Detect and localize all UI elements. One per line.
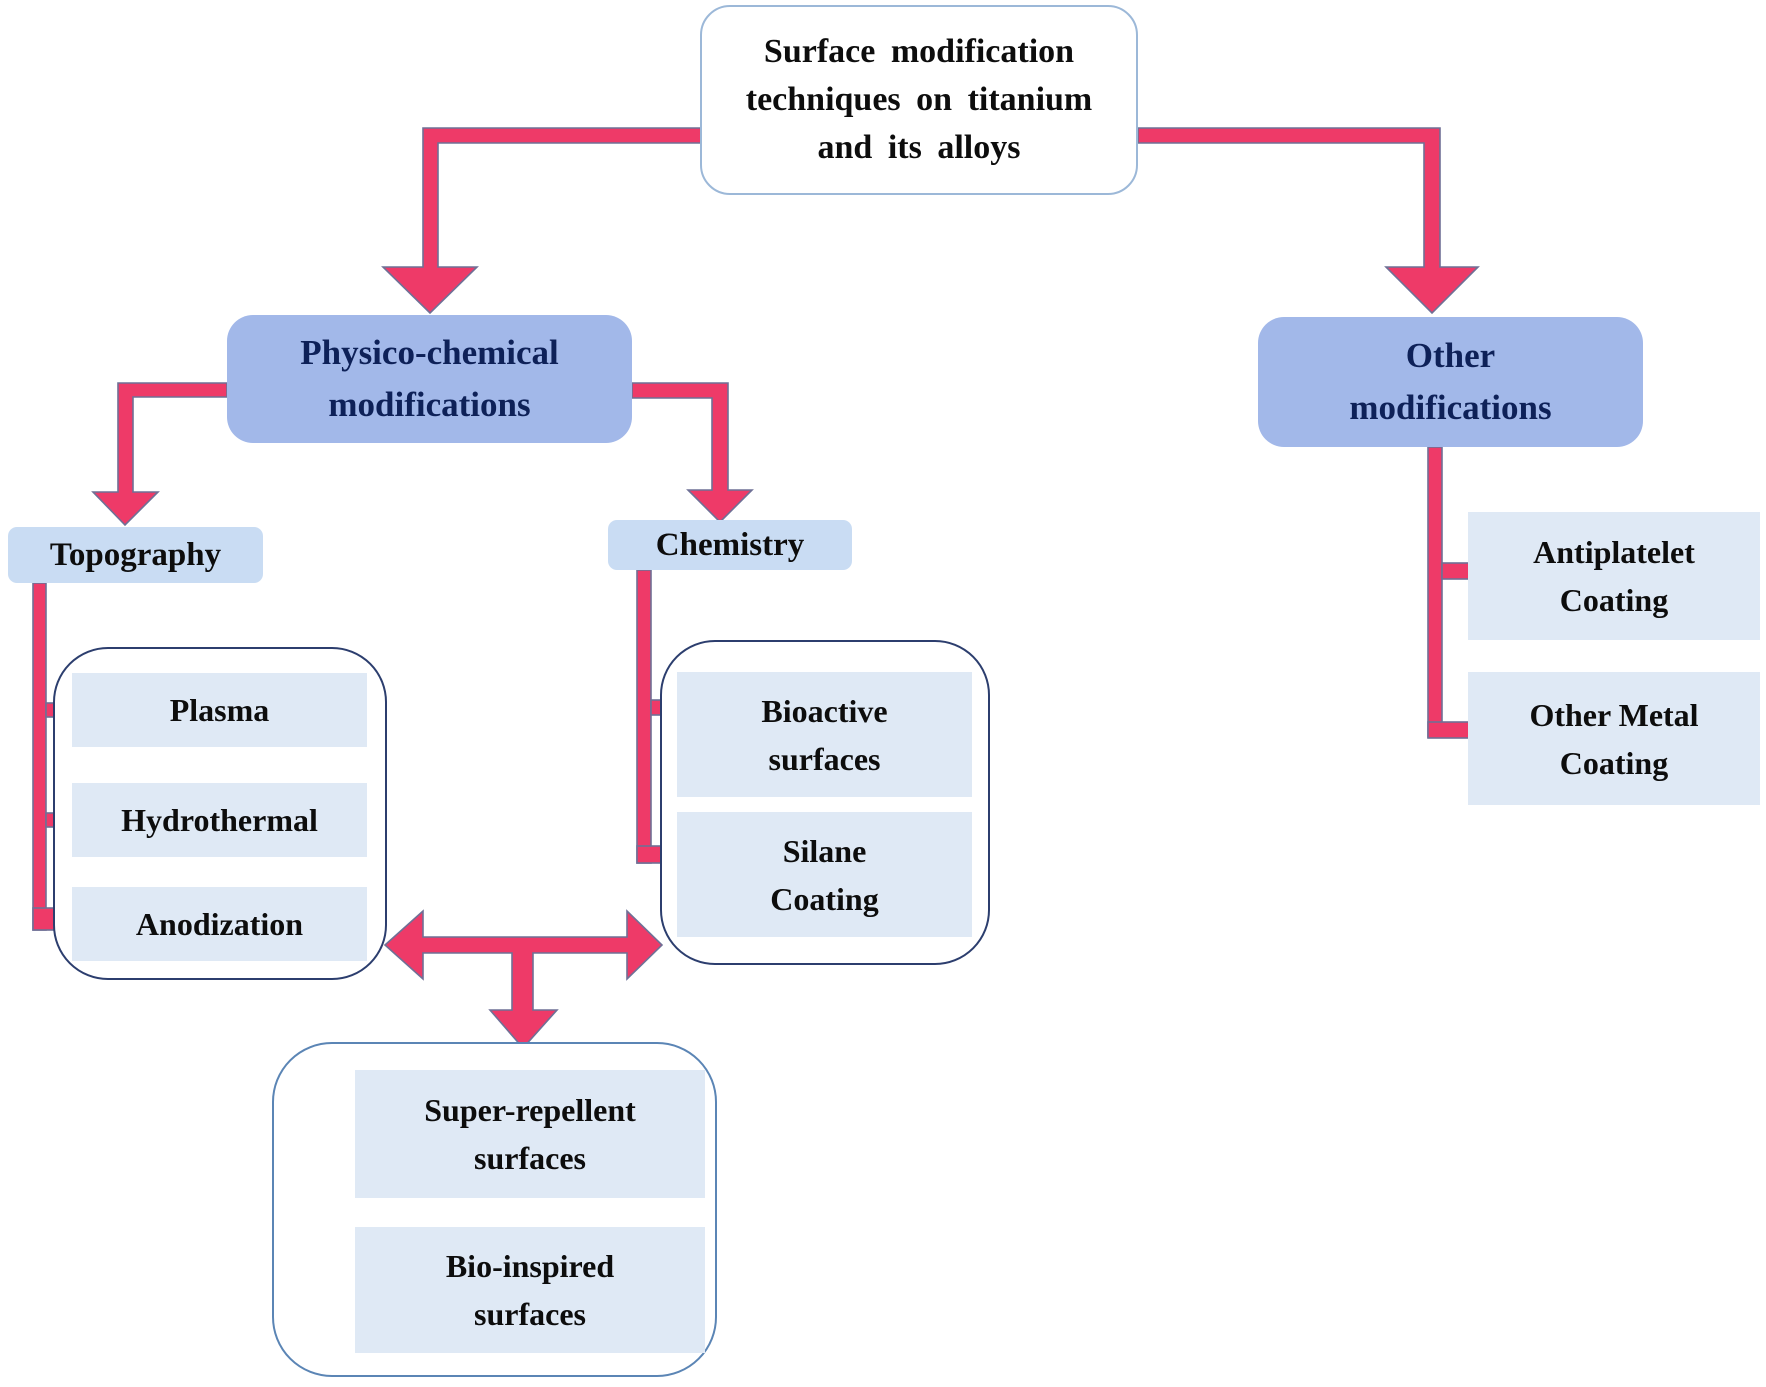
arrow-to-other-modifications [1137, 127, 1480, 315]
arrow-to-chemistry [631, 382, 754, 524]
node-other-modifications: Other modifications [1258, 317, 1643, 447]
node-antiplatelet-coating: Antiplatelet Coating [1468, 512, 1760, 640]
node-bioactive-surfaces-label: Bioactive surfaces [761, 692, 888, 777]
node-chemistry: Chemistry [608, 520, 852, 570]
node-physico-chemical-label: Physico-chemical modifications [300, 332, 559, 425]
arrow-to-physico-chemical [381, 127, 703, 315]
node-chemistry-label: Chemistry [655, 526, 805, 563]
node-physico-chemical: Physico-chemical modifications [227, 315, 632, 443]
node-topography-label: Topography [49, 536, 222, 573]
other-tick-antiplatelet [1441, 562, 1470, 580]
arrow-to-topography [91, 382, 228, 527]
node-super-repellent-surfaces: Super-repellent surfaces [355, 1070, 705, 1198]
node-bio-inspired-surfaces: Bio-inspired surfaces [355, 1227, 705, 1353]
other-tick-othermetal [1427, 721, 1470, 739]
node-bioactive-surfaces: Bioactive surfaces [677, 672, 972, 797]
node-anodization-label: Anodization [135, 906, 304, 942]
node-antiplatelet-coating-label: Antiplatelet Coating [1533, 534, 1695, 618]
node-silane-coating: Silane Coating [677, 812, 972, 937]
node-hydrothermal-label: Hydrothermal [121, 802, 318, 838]
node-plasma: Plasma [72, 673, 367, 747]
node-bio-inspired-surfaces-label: Bio-inspired surfaces [445, 1248, 615, 1332]
node-other-modifications-label: Other modifications [1349, 335, 1552, 428]
node-super-repellent-surfaces-label: Super-repellent surfaces [424, 1092, 636, 1176]
node-anodization: Anodization [72, 887, 367, 961]
topography-branch-line [32, 582, 47, 931]
node-hydrothermal: Hydrothermal [72, 783, 367, 857]
node-topography: Topography [8, 527, 263, 583]
other-branch-line [1427, 446, 1443, 738]
three-way-arrow [383, 909, 664, 1050]
node-title-label: Surface modification techniques on titan… [745, 32, 1093, 167]
node-other-metal-coating-label: Other Metal Coating [1529, 696, 1699, 781]
chemistry-branch-line [636, 569, 652, 864]
node-silane-coating-label: Silane Coating [770, 832, 879, 917]
node-plasma-label: Plasma [169, 692, 270, 728]
node-other-metal-coating: Other Metal Coating [1468, 672, 1760, 805]
node-title: Surface modification techniques on titan… [700, 5, 1138, 195]
